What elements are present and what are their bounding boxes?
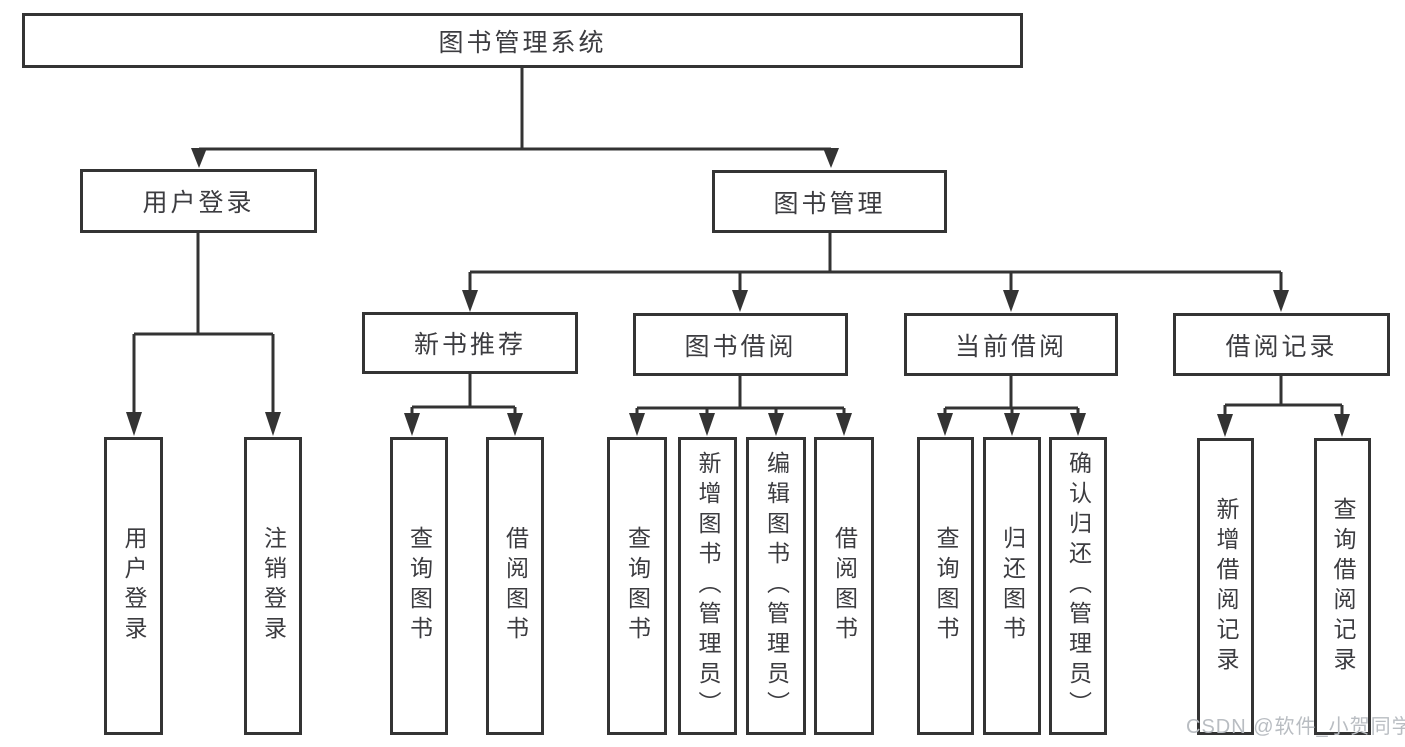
node-bb-borrow-book-label: 借阅图书 <box>831 526 858 646</box>
node-br-query-record-label: 查询借阅记录 <box>1330 496 1356 677</box>
node-cb-query-book: 查询图书 <box>917 437 974 735</box>
node-current-borrow-label: 当前借阅 <box>954 332 1067 361</box>
watermark: CSDN @软件_小贺同学 <box>1186 716 1405 738</box>
node-new-book-rec: 新书推荐 <box>362 312 578 374</box>
node-logout: 注销登录 <box>244 437 302 735</box>
node-user-login: 用户登录 <box>80 169 317 233</box>
node-cb-return-book: 归还图书 <box>983 437 1041 735</box>
node-nr-borrow-book-label: 借阅图书 <box>502 526 529 646</box>
node-br-add-record-label: 新增借阅记录 <box>1213 496 1239 677</box>
node-bb-query-book-label: 查询图书 <box>624 526 651 646</box>
node-cb-confirm-return-admin-label: 确认归还（管理员） <box>1065 451 1092 721</box>
node-cb-return-book-label: 归还图书 <box>999 526 1026 646</box>
node-root: 图书管理系统 <box>22 13 1023 68</box>
node-user-login-label: 用户登录 <box>142 189 255 217</box>
node-bb-query-book: 查询图书 <box>607 437 667 735</box>
node-login: 用户登录 <box>104 437 163 735</box>
node-logout-label: 注销登录 <box>260 526 287 646</box>
node-cb-confirm-return-admin: 确认归还（管理员） <box>1049 437 1107 735</box>
node-book-mgmt-label: 图书管理 <box>773 189 886 218</box>
node-cb-query-book-label: 查询图书 <box>933 526 959 646</box>
node-bb-edit-book-admin: 编辑图书（管理员） <box>746 437 806 735</box>
node-br-query-record: 查询借阅记录 <box>1314 438 1371 735</box>
node-book-borrow-label: 图书借阅 <box>684 332 797 361</box>
node-borrow-record-label: 借阅记录 <box>1225 332 1338 361</box>
node-root-label: 图书管理系统 <box>438 28 607 57</box>
node-login-label: 用户登录 <box>121 526 147 646</box>
node-bb-edit-book-admin-label: 编辑图书（管理员） <box>763 451 790 721</box>
node-br-add-record: 新增借阅记录 <box>1197 438 1254 735</box>
node-nr-query-book-label: 查询图书 <box>406 526 433 646</box>
node-nr-borrow-book: 借阅图书 <box>486 437 544 735</box>
node-book-borrow: 图书借阅 <box>633 313 848 376</box>
node-book-mgmt: 图书管理 <box>712 170 947 233</box>
node-borrow-record: 借阅记录 <box>1173 313 1390 376</box>
node-bb-add-book-admin-label: 新增图书（管理员） <box>695 451 721 721</box>
node-new-book-rec-label: 新书推荐 <box>413 331 526 359</box>
node-bb-add-book-admin: 新增图书（管理员） <box>678 437 737 735</box>
node-current-borrow: 当前借阅 <box>904 313 1118 376</box>
node-nr-query-book: 查询图书 <box>390 437 448 735</box>
node-bb-borrow-book: 借阅图书 <box>814 437 874 735</box>
